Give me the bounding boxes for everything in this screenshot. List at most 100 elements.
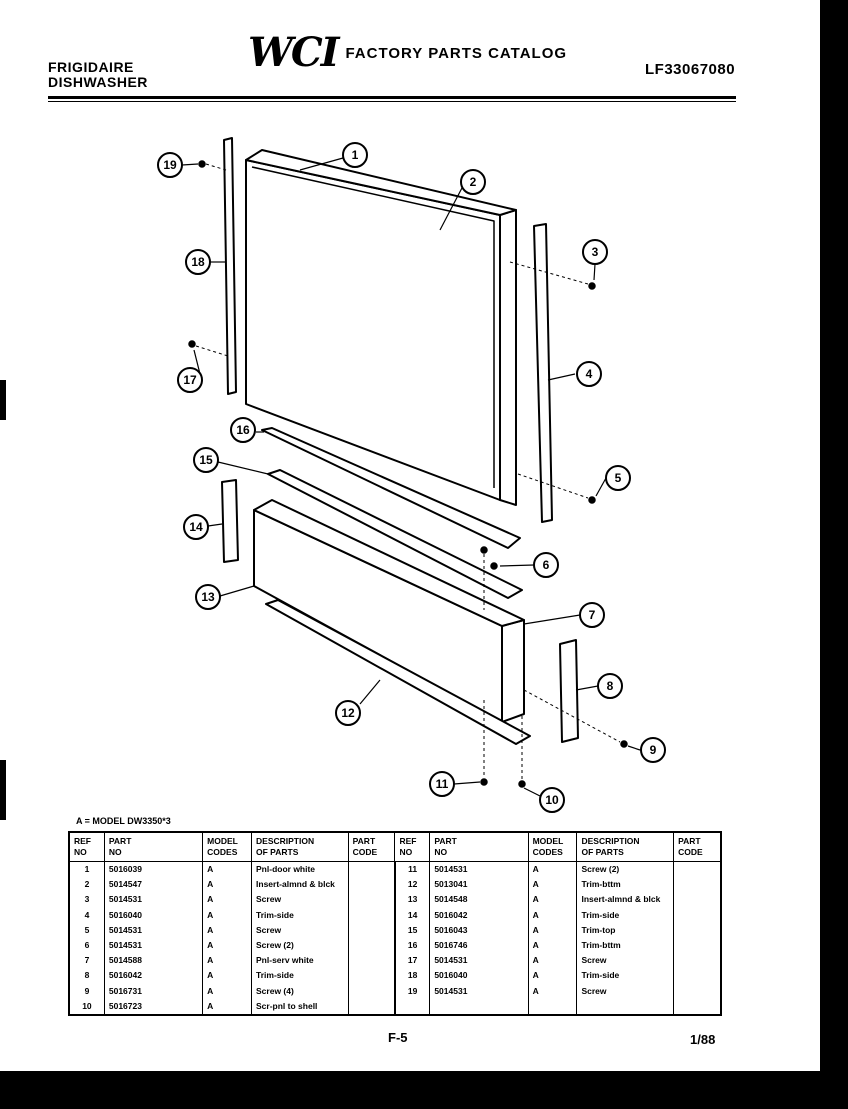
cell-ref: 7 bbox=[68, 953, 105, 969]
scan-edge-right bbox=[820, 0, 848, 1109]
cell-desc bbox=[576, 998, 675, 1016]
cell-code bbox=[347, 968, 396, 984]
cell-code bbox=[673, 953, 722, 969]
cell-desc: Pnl-serv white bbox=[251, 953, 349, 969]
cell-model: A bbox=[202, 892, 253, 908]
cell-desc: Trim-top bbox=[576, 922, 675, 939]
trim-side-left bbox=[223, 137, 237, 395]
cell-desc: Screw (2) bbox=[576, 861, 675, 878]
cell-part: 5016043 bbox=[429, 922, 529, 939]
cell-model: A bbox=[527, 922, 578, 939]
cell-model: A bbox=[202, 877, 253, 893]
cell-part: 5016039 bbox=[103, 861, 204, 878]
callout-13: 13 bbox=[201, 590, 215, 604]
cell-ref: 14 bbox=[393, 907, 431, 923]
callout-1: 1 bbox=[352, 148, 359, 162]
cell-code bbox=[347, 938, 396, 954]
callout-17: 17 bbox=[183, 373, 197, 387]
cell-desc: Trim-bttm bbox=[576, 938, 675, 954]
cell-ref: 19 bbox=[393, 983, 431, 999]
callout-16: 16 bbox=[236, 423, 250, 437]
cell-part: 5016040 bbox=[103, 907, 204, 923]
cell-desc: Trim-side bbox=[251, 907, 349, 923]
cell-part: 5014531 bbox=[429, 983, 529, 999]
cell-part: 5016040 bbox=[429, 968, 529, 984]
wci-logo: WCI bbox=[248, 29, 339, 76]
cell-part: 5016746 bbox=[429, 938, 529, 954]
trim-side-small-right bbox=[559, 639, 579, 743]
page-number: F-5 bbox=[388, 1030, 408, 1045]
trim-bottom-door bbox=[261, 427, 521, 549]
cell-desc: Trim-bttm bbox=[576, 877, 675, 893]
screw-10 bbox=[518, 780, 526, 788]
cell-model: A bbox=[202, 861, 253, 878]
callout-5: 5 bbox=[615, 471, 622, 485]
cell-part: 5016731 bbox=[103, 983, 204, 999]
model-note: A = MODEL DW3350*3 bbox=[76, 816, 171, 826]
cell-desc: Scr-pnl to shell bbox=[251, 998, 349, 1016]
cell-desc: Screw bbox=[576, 983, 675, 999]
cell-model: A bbox=[527, 861, 578, 878]
cell-desc: Trim-side bbox=[251, 968, 349, 984]
scan-mark bbox=[0, 760, 6, 820]
cell-ref: 3 bbox=[68, 892, 105, 908]
cell-model: A bbox=[202, 998, 253, 1016]
cell-code bbox=[347, 983, 396, 999]
cell-part: 5016042 bbox=[429, 907, 529, 923]
cell-ref: 18 bbox=[393, 968, 431, 984]
cell-part: 5014547 bbox=[103, 877, 204, 893]
cell-model: A bbox=[527, 892, 578, 908]
cell-code bbox=[673, 922, 722, 939]
cell-code bbox=[673, 968, 722, 984]
catalog-date: 1/88 bbox=[690, 1032, 716, 1047]
door-panel-edge bbox=[499, 209, 517, 506]
insert-outline bbox=[251, 166, 495, 488]
cell-model: A bbox=[527, 938, 578, 954]
callout-12: 12 bbox=[341, 706, 355, 720]
screw-19 bbox=[198, 160, 206, 168]
cell-part: 5014531 bbox=[103, 892, 204, 908]
cell-model: A bbox=[202, 922, 253, 939]
trim-side-right bbox=[533, 223, 553, 523]
screw-17 bbox=[188, 340, 196, 348]
cell-code bbox=[673, 877, 722, 893]
cell-code bbox=[347, 877, 396, 893]
cell-part: 5014588 bbox=[103, 953, 204, 969]
cell-model: A bbox=[202, 983, 253, 999]
cell-code bbox=[673, 892, 722, 908]
door-panel bbox=[245, 159, 501, 501]
cell-model: A bbox=[527, 877, 578, 893]
cell-desc: Screw (2) bbox=[251, 938, 349, 954]
screw-11 bbox=[480, 778, 488, 786]
callout-2: 2 bbox=[470, 175, 477, 189]
scan-edge-bottom bbox=[0, 1071, 848, 1109]
cell-code bbox=[673, 938, 722, 954]
cell-code bbox=[347, 998, 396, 1016]
callout-7: 7 bbox=[589, 608, 596, 622]
callout-10: 10 bbox=[545, 793, 559, 807]
product-type: DISHWASHER bbox=[48, 74, 148, 90]
exploded-parts-diagram: 1 2 3 4 5 6 7 8 9 10 11 12 13 14 15 16 1… bbox=[157, 137, 666, 813]
cell-desc: Trim-side bbox=[576, 907, 675, 923]
cell-model: A bbox=[202, 938, 253, 954]
cell-ref: 4 bbox=[68, 907, 105, 923]
cell-code bbox=[347, 907, 396, 923]
screw-5 bbox=[588, 496, 596, 504]
header-rule bbox=[48, 96, 736, 99]
cell-code bbox=[673, 983, 722, 999]
callout-19: 19 bbox=[163, 158, 177, 172]
callout-11: 11 bbox=[436, 777, 449, 791]
cell-code bbox=[347, 892, 396, 908]
cell-part: 5016042 bbox=[103, 968, 204, 984]
screw-9 bbox=[620, 740, 628, 748]
cell-ref: 15 bbox=[393, 922, 431, 939]
cell-ref: 1 bbox=[68, 861, 105, 878]
